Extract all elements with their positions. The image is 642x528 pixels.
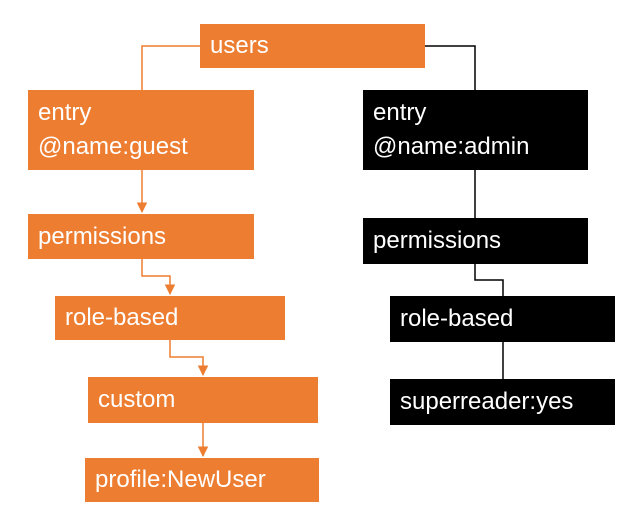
node-admin-entry: entry @name:admin: [363, 90, 588, 170]
node-users-label: users: [210, 32, 269, 59]
node-guest-permissions-label: permissions: [38, 222, 167, 250]
node-guest-permissions: permissions: [28, 214, 254, 259]
node-guest-custom: custom: [88, 377, 318, 423]
connector-admin-permissions-to-role-based: [474, 264, 504, 296]
node-admin-entry-line1: entry: [373, 99, 427, 126]
node-admin-role-based: role-based: [390, 296, 615, 342]
node-admin-permissions: permissions: [363, 218, 588, 264]
node-admin-superreader-label: superreader:yes: [400, 388, 574, 415]
node-admin-superreader: superreader:yes: [390, 379, 615, 425]
node-guest-profile: profile:NewUser: [85, 458, 319, 502]
node-guest-role-based: role-based: [55, 296, 285, 340]
connector-guest-role-based-to-custom: [169, 340, 209, 377]
node-guest-entry-line2: @name:guest: [38, 133, 188, 160]
node-guest-custom-label: custom: [98, 386, 176, 413]
node-guest-entry-line1: entry: [38, 99, 92, 126]
node-guest-role-based-label: role-based: [65, 304, 179, 331]
connector-users-to-admin-entry: [425, 45, 476, 90]
connector-guest-permissions-to-role-based: [141, 259, 176, 296]
node-guest-entry: entry @name:guest: [28, 90, 254, 170]
node-admin-entry-line2: @name:admin: [373, 133, 530, 160]
node-users: users: [200, 24, 425, 68]
node-admin-role-based-label: role-based: [400, 305, 514, 332]
node-admin-permissions-label: permissions: [373, 227, 502, 254]
node-guest-profile-label: profile:NewUser: [95, 466, 266, 493]
connector-users-to-guest-entry: [141, 45, 200, 90]
